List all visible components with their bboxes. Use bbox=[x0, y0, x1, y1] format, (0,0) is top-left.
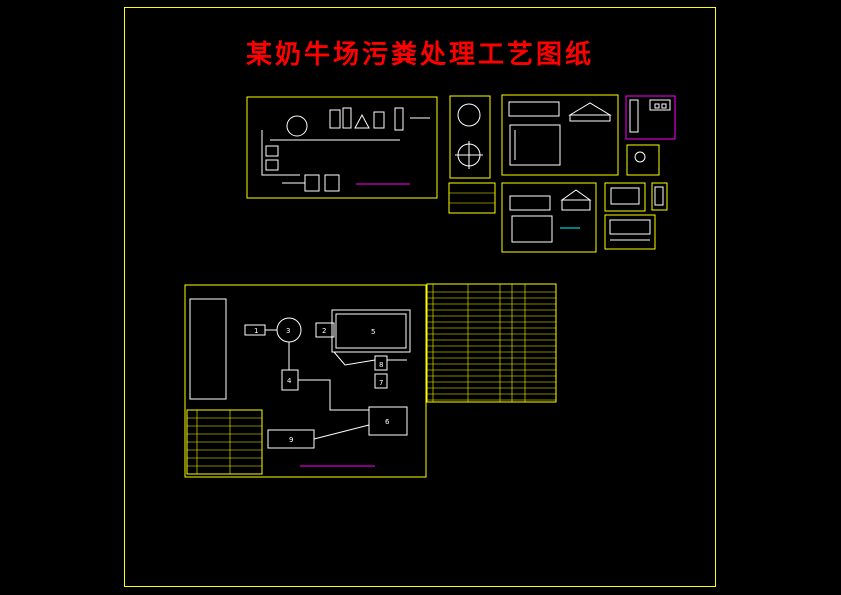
tank-detail-frame bbox=[449, 95, 491, 179]
drawing-title: 某奶牛场污粪处理工艺图纸 bbox=[245, 40, 594, 70]
tank-detail-sheet[interactable] bbox=[448, 95, 496, 214]
unit-label-6: 6 bbox=[385, 418, 390, 426]
barn-building bbox=[189, 298, 227, 400]
site-plan-sheet[interactable]: 1 3 2 4 5 6 7 8 9 bbox=[184, 284, 427, 478]
unit-label-4: 4 bbox=[287, 377, 292, 385]
magenta-detail-sheet[interactable] bbox=[625, 95, 676, 176]
magenta-detail-frame bbox=[625, 95, 676, 140]
unit-label-3: 3 bbox=[286, 327, 290, 335]
digester-tank bbox=[286, 115, 308, 137]
unit-label-7: 7 bbox=[379, 379, 383, 387]
equipment-room-frame bbox=[501, 182, 597, 253]
drawing-sheet-frame bbox=[124, 7, 716, 587]
unit-label-1: 1 bbox=[254, 327, 258, 335]
small-detail-frame-1 bbox=[604, 182, 646, 212]
pump-detail-frame bbox=[626, 144, 660, 176]
small-detail-frame-2 bbox=[651, 182, 668, 211]
small-detail-sheets[interactable] bbox=[604, 182, 668, 250]
equipment-table-frame bbox=[426, 283, 557, 403]
process-flow-frame bbox=[246, 96, 438, 199]
unit-label-5: 5 bbox=[371, 328, 375, 336]
process-flow-sheet[interactable] bbox=[246, 96, 438, 199]
equipment-room-sheet[interactable] bbox=[501, 182, 597, 253]
tank-detail-table bbox=[448, 182, 496, 214]
small-detail-frame-3 bbox=[604, 214, 656, 250]
site-plan-frame bbox=[184, 284, 427, 478]
unit-label-2: 2 bbox=[322, 327, 326, 335]
equipment-schedule-table[interactable] bbox=[426, 283, 557, 403]
building-plan-frame bbox=[501, 94, 619, 176]
building-plan-sheet[interactable] bbox=[501, 94, 619, 176]
unit-5-lagoon bbox=[331, 309, 411, 353]
unit-label-8: 8 bbox=[379, 361, 383, 369]
unit-label-9: 9 bbox=[289, 436, 293, 444]
